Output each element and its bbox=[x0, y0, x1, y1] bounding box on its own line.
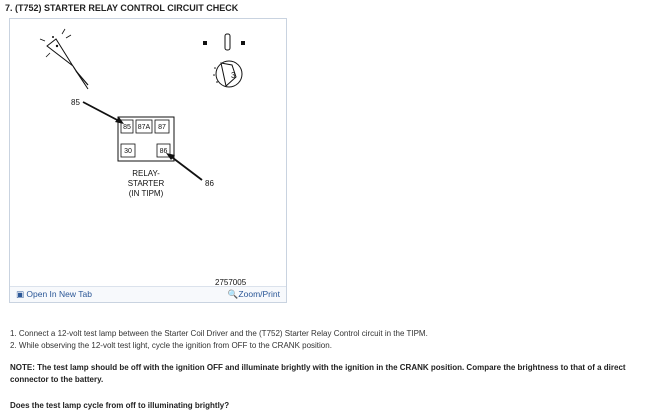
probe-85-arrow bbox=[82, 101, 124, 124]
page-title: 7. (T752) STARTER RELAY CONTROL CIRCUIT … bbox=[5, 3, 239, 13]
pin-85-label: 85 bbox=[123, 124, 131, 131]
instruction-steps: 1. Connect a 12-volt test lamp between t… bbox=[10, 328, 428, 352]
figure-number: 2757005 bbox=[215, 278, 247, 287]
ignition-switch-icon: 3 bbox=[203, 33, 245, 88]
relay-caption-line-1: RELAY- bbox=[132, 169, 160, 178]
diagram-figure: 3 85 87A 87 30 86 85 86 RELAY- bbox=[9, 18, 287, 303]
pin-87a-label: 87A bbox=[138, 124, 151, 131]
pin-87a-box bbox=[135, 119, 153, 134]
ignition-position-label: 3 bbox=[231, 71, 236, 80]
figure-footer: ▣ Open In New Tab 🔍Zoom/Print bbox=[10, 286, 286, 302]
pin-30-box bbox=[120, 143, 136, 158]
pin-87-box bbox=[154, 119, 170, 134]
pin-30-label: 30 bbox=[124, 148, 132, 155]
step-2: 2. While observing the 12-volt test ligh… bbox=[10, 341, 332, 350]
zoom-print-link[interactable]: 🔍Zoom/Print bbox=[228, 289, 280, 300]
open-new-tab-link[interactable]: ▣ Open In New Tab bbox=[16, 289, 92, 300]
test-lamp-icon bbox=[39, 28, 89, 90]
relay-caption-line-3: (IN TIPM) bbox=[129, 189, 164, 198]
note-label: NOTE: bbox=[10, 363, 35, 372]
pin-87-label: 87 bbox=[158, 124, 166, 131]
note-block: NOTE: The test lamp should be off with t… bbox=[10, 362, 648, 386]
starter-relay: 85 87A 87 30 86 bbox=[117, 116, 175, 162]
step-1: 1. Connect a 12-volt test lamp between t… bbox=[10, 329, 428, 338]
callout-85: 85 bbox=[71, 98, 80, 107]
zoom-print-label: Zoom/Print bbox=[238, 289, 280, 299]
pin-85-box bbox=[120, 119, 134, 134]
pin-86-label: 86 bbox=[160, 148, 168, 155]
test-question: Does the test lamp cycle from off to ill… bbox=[10, 401, 230, 410]
note-text: The test lamp should be off with the ign… bbox=[10, 363, 626, 384]
callout-86: 86 bbox=[205, 179, 214, 188]
open-new-tab-label: Open In New Tab bbox=[26, 289, 92, 299]
magnifier-icon: 🔍 bbox=[227, 289, 239, 299]
probe-86-arrow bbox=[166, 153, 203, 181]
new-tab-icon: ▣ bbox=[16, 289, 25, 299]
relay-caption-line-2: STARTER bbox=[128, 179, 165, 188]
relay-diagram: 3 85 87A 87 30 86 85 86 RELAY- bbox=[39, 28, 247, 287]
